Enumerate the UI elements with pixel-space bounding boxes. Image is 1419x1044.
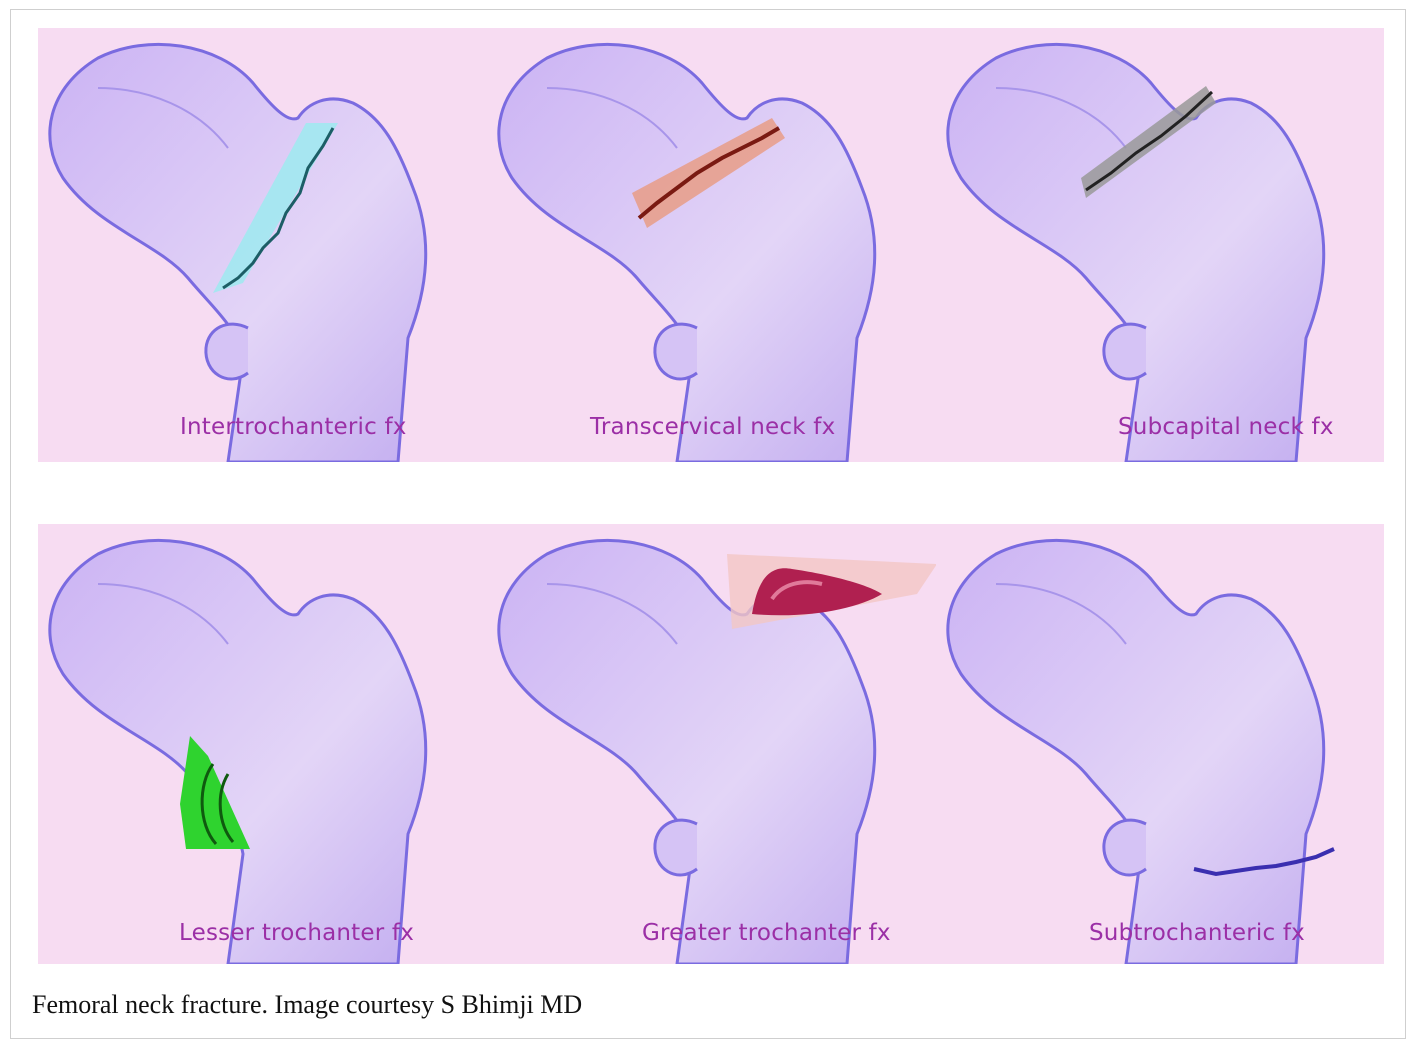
femur-intertrochanteric	[38, 28, 487, 462]
femur-lesser-trochanter	[38, 524, 487, 964]
femur-shape	[948, 540, 1324, 964]
label-intertrochanteric: Intertrochanteric fx	[180, 414, 407, 440]
femur-diagram	[936, 28, 1384, 462]
label-greater-trochanter: Greater trochanter fx	[642, 920, 891, 946]
femur-diagram	[38, 524, 487, 964]
panel-bottom: Lesser trochanter fx Greater trochanter …	[38, 524, 1384, 964]
femur-shape	[499, 44, 875, 462]
femur-greater-trochanter	[487, 524, 936, 964]
femur-shape	[50, 540, 426, 964]
label-lesser-trochanter: Lesser trochanter fx	[179, 920, 414, 946]
femur-diagram	[487, 28, 936, 462]
lesser-trochanter	[1104, 820, 1146, 875]
panel-top: Intertrochanteric fx Transcervical neck …	[38, 28, 1384, 462]
label-subcapital: Subcapital neck fx	[1118, 414, 1334, 440]
lesser-trochanter	[206, 324, 248, 379]
femur-diagram	[38, 28, 487, 462]
label-subtrochanteric: Subtrochanteric fx	[1089, 920, 1305, 946]
femur-diagram	[487, 524, 936, 964]
femur-diagram	[936, 524, 1384, 964]
femur-shape	[948, 44, 1324, 462]
lesser-trochanter	[655, 324, 697, 379]
lesser-trochanter	[1104, 324, 1146, 379]
figure-caption: Femoral neck fracture. Image courtesy S …	[32, 990, 582, 1020]
lesser-trochanter	[655, 820, 697, 875]
label-transcervical: Transcervical neck fx	[590, 414, 835, 440]
femur-subtrochanteric	[936, 524, 1384, 964]
femur-subcapital	[936, 28, 1384, 462]
femur-transcervical	[487, 28, 936, 462]
